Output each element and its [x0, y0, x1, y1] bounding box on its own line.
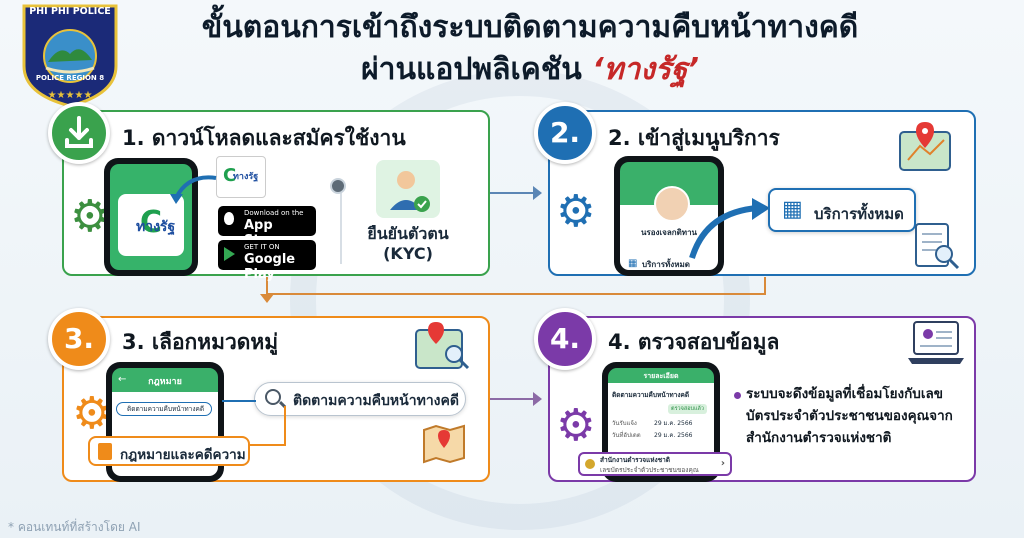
grid-icon-small: ▦	[628, 258, 638, 269]
police-badge-icon	[585, 459, 595, 469]
page-title-prefix: ผ่านแอปพลิเคชัน	[361, 52, 593, 87]
map-search-icon	[414, 320, 470, 376]
app-name: ทางรัฐ	[136, 219, 176, 235]
app-icon-tangrat: C ทางรัฐ	[118, 194, 184, 256]
laptop-profile-icon	[906, 318, 966, 374]
step4-title: 4. ตรวจสอบข้อมูล	[608, 330, 780, 354]
phone4-case-title: ติดตามความคืบหน้าทางคดี	[612, 391, 690, 399]
step4-desc-line2: บัตรประจำตัวประชาชนของคุณจาก	[746, 408, 953, 424]
googleplay-small: GET IT ON	[244, 243, 280, 251]
connector-1-2-arrow	[533, 186, 542, 200]
apple-icon	[224, 212, 234, 225]
small-app-name: ทางรัฐ	[233, 172, 259, 182]
phone-header: กฎหมาย	[148, 377, 182, 387]
page-title-line1: ขั้นตอนการเข้าถึงระบบติดตามความคืบหน้าทา…	[201, 10, 859, 45]
step4-desc-line1: ระบบจะดึงข้อมูลที่เชื่อมโยงกับเลข	[746, 386, 943, 402]
googleplay-big: Google Play	[244, 252, 296, 282]
step3-title: 3. เลือกหมวดหมู่	[122, 330, 279, 354]
document-icon	[98, 443, 112, 460]
curved-arrow-icon	[168, 172, 220, 210]
connector-3-4-arrow	[533, 392, 542, 406]
connector-2-3-arrow	[260, 294, 274, 303]
connector-3-4	[489, 398, 539, 400]
page-title-line2: ผ่านแอปพลิเคชัน ‘ทางรัฐ’	[150, 50, 910, 90]
grid-icon: ▦	[782, 197, 803, 222]
callout4-sub: เลขบัตรประจำตัวประชาชนของคุณ	[600, 466, 699, 474]
all-services-callout[interactable]: ▦ บริการทั้งหมด	[768, 188, 916, 232]
search-callout-text: ติดตามความคืบหน้าทางคดี	[293, 393, 459, 409]
step1-title: 1. ดาวน์โหลดและสมัครใช้งาน	[122, 126, 406, 150]
document-search-icon	[914, 222, 962, 276]
phone4-row1-label: วันรับแจ้ง	[612, 420, 637, 427]
phone-menu-label[interactable]: บริการทั้งหมด	[642, 260, 690, 269]
play-icon	[224, 247, 235, 261]
category-callout-text: กฎหมายและคดีความ	[120, 447, 246, 463]
kyc-icon	[376, 160, 440, 218]
fingerprint-icon	[330, 178, 346, 194]
step2-phone: นรองเจลกติทาน ▦ บริการทั้งหมด	[614, 156, 724, 276]
gear-icon-4: ⚙	[556, 400, 596, 451]
gear-icon-2: ⚙	[556, 186, 596, 237]
phone-user-name: นรองเจลกติทาน	[640, 228, 698, 237]
police-logo: ★★★★★	[18, 2, 122, 108]
google-play-button[interactable]: GET IT ON Google Play	[218, 240, 316, 282]
connector-2-3	[266, 277, 766, 295]
search-callout[interactable]: ติดตามความคืบหน้าทางคดี	[254, 382, 466, 416]
kyc-line1: ยืนยันตัวตน	[367, 224, 449, 243]
connector-1-2	[489, 192, 539, 194]
gear-icon: ⚙	[70, 191, 110, 242]
page-title-highlight: ‘ทางรัฐ’	[592, 52, 699, 87]
phone4-row2-label: วันที่อัปเดต	[612, 432, 641, 439]
svg-text:★★★★★: ★★★★★	[48, 90, 93, 101]
swoosh-arrow-icon	[688, 196, 772, 266]
user-avatar	[654, 186, 690, 222]
map-icon	[422, 422, 466, 468]
gear-icon-3: ⚙	[72, 388, 112, 439]
police-record-callout[interactable]: สำนักงานตำรวจแห่งชาติ เลขบัตรประจำตัวประ…	[578, 452, 732, 476]
app-store-button[interactable]: Download on the App Store	[218, 206, 316, 248]
step1-badge-download-icon	[48, 102, 110, 164]
step2-badge: 2.	[534, 102, 596, 164]
divider	[340, 190, 342, 264]
phone4-header: รายละเอียด	[643, 372, 679, 380]
footer-note: * คอนเทนท์ที่สร้างโดย AI	[8, 520, 141, 534]
phone4-row1-value: 29 ม.ค. 2566	[654, 420, 693, 427]
connector-search	[222, 400, 256, 402]
appstore-small: Download on the	[244, 209, 304, 217]
kyc-line2: (KYC)	[383, 244, 433, 263]
step4-badge: 4.	[534, 308, 596, 370]
phone-back-icon[interactable]: ←	[118, 374, 127, 385]
step2-title: 2. เข้าสู่เมนูบริการ	[608, 126, 780, 150]
category-callout[interactable]: กฎหมายและคดีความ	[88, 436, 250, 466]
logo-top-text: PHI PHI POLICE	[29, 6, 111, 17]
bullet-dot	[734, 392, 741, 399]
step1-phone: C ทางรัฐ	[104, 158, 198, 276]
logo-bottom-text: POLICE REGION 8	[35, 74, 105, 82]
phone-search-text: ติดตามความคืบหน้าทางคดี	[127, 405, 205, 413]
chevron-right-icon: ›	[720, 458, 725, 469]
all-services-label: บริการทั้งหมด	[814, 205, 904, 223]
phone4-status-badge: ตรวจสอบแล้ว	[668, 404, 707, 414]
map-pin-icon	[898, 120, 952, 176]
step3-badge: 3.	[48, 308, 110, 370]
callout4-title: สำนักงานตำรวจแห่งชาติ	[600, 456, 671, 464]
phone4-row2-value: 29 ม.ค. 2566	[654, 432, 693, 439]
small-app-icon: C ทางรัฐ	[216, 156, 266, 198]
step4-desc-line3: สำนักงานตำรวจแห่งชาติ	[746, 430, 892, 446]
phone-search-field[interactable]: ติดตามความคืบหน้าทางคดี	[116, 402, 212, 416]
search-icon	[265, 389, 281, 405]
